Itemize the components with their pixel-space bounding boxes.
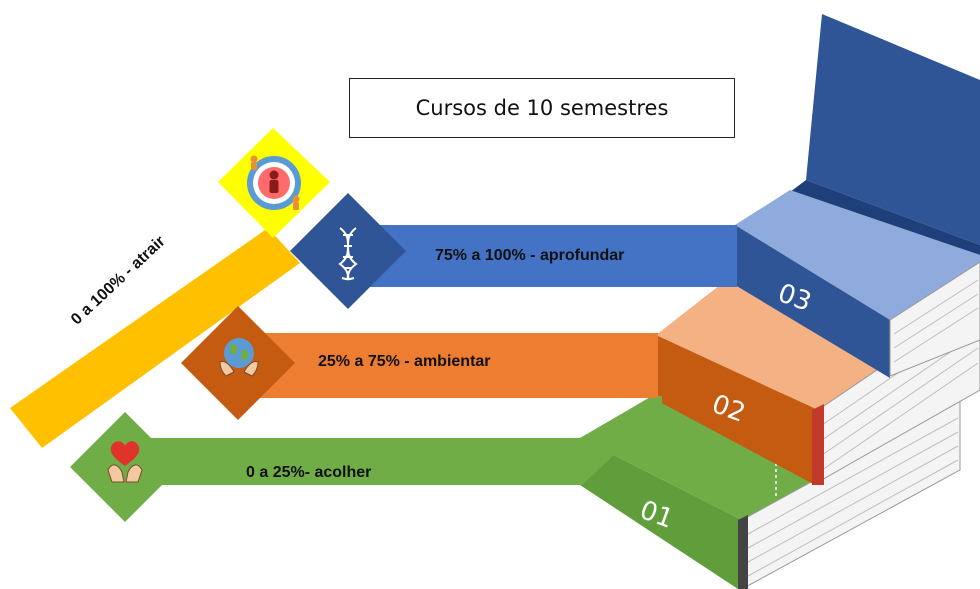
bar-label-acolher: 0 a 25%- acolher: [246, 464, 372, 481]
heart-hands-icon: [107, 441, 143, 483]
dna-icon: [338, 227, 358, 281]
people-target-icon: [218, 128, 330, 238]
page-title: Cursos de 10 semestres: [349, 78, 735, 138]
bar-label-ambientar: 25% a 75% - ambientar: [318, 353, 491, 370]
bar-label-aprofundar: 75% a 100% - aprofundar: [435, 247, 625, 264]
book-03: [735, 14, 980, 378]
attract-bar: [10, 228, 300, 448]
bar-acolher: [70, 396, 662, 522]
globe-hands-icon: [219, 338, 259, 377]
